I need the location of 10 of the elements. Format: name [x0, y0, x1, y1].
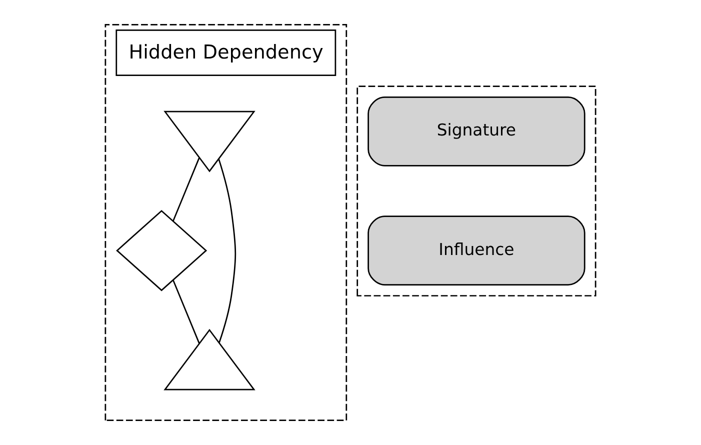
node-triangle: [164, 328, 256, 390]
connector: [172, 280, 200, 344]
cluster: [356, 86, 596, 296]
node-box: Signature: [368, 96, 586, 166]
node-box: Influence: [368, 216, 586, 286]
node-triangle: [164, 110, 256, 172]
node-diamond: [116, 210, 208, 292]
connector: [218, 158, 236, 343]
cluster: Hidden Dependency: [104, 24, 348, 422]
connector: [172, 158, 200, 222]
